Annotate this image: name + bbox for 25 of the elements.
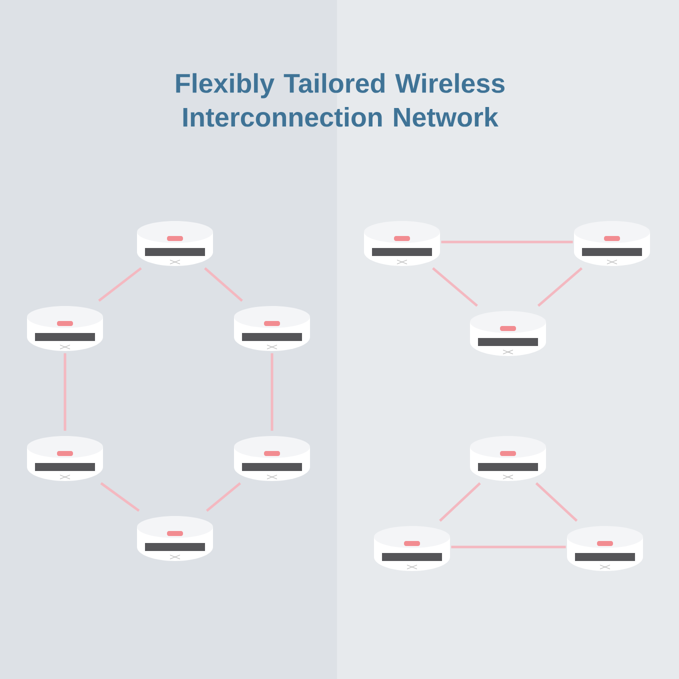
- smoke-detector-drawing: [470, 436, 546, 481]
- smoke-detector-drawing: [27, 306, 103, 351]
- connection-line: [432, 267, 478, 307]
- connection-line: [441, 240, 573, 244]
- smoke-detector-drawing: [470, 311, 546, 356]
- connection-line: [535, 482, 578, 522]
- connection-line: [270, 353, 274, 431]
- smoke-detector-drawing: [374, 526, 450, 571]
- smoke-detector-drawing: [234, 436, 310, 481]
- connection-line: [204, 267, 243, 302]
- connection-line: [206, 482, 242, 512]
- smoke-detector-drawing: [364, 221, 440, 266]
- smoke-detector-drawing: [137, 516, 213, 561]
- connection-line: [98, 267, 142, 302]
- smoke-detector-drawing: [137, 221, 213, 266]
- title: Flexibly Tailored Wireless Interconnection Network: [176, 73, 504, 127]
- smoke-detector-drawing: [234, 306, 310, 351]
- smoke-detector-drawing: [27, 436, 103, 481]
- connection-line: [451, 546, 566, 548]
- connection-line: [64, 353, 66, 431]
- connection-line: [100, 482, 140, 512]
- smoke-detector-drawing: [567, 526, 643, 571]
- smoke-detector-drawing: [574, 221, 650, 266]
- connection-line: [439, 482, 481, 522]
- connection-line: [537, 267, 583, 307]
